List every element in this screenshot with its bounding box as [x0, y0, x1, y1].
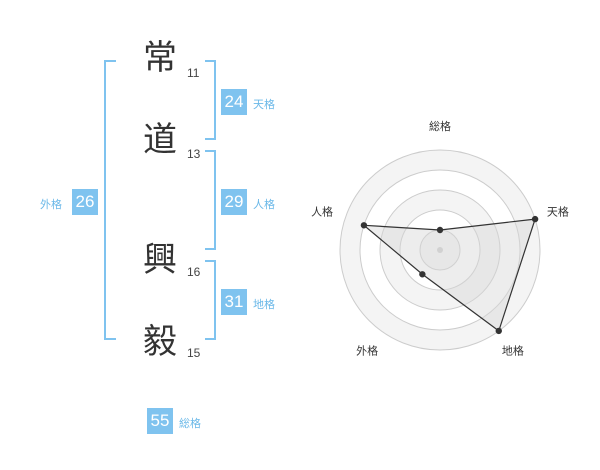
radar-point-5: [360, 222, 368, 229]
radar-axis-label-2: 天格: [547, 205, 569, 219]
tenkaku-label: 天格: [253, 98, 275, 111]
radar-point-3: [495, 327, 502, 335]
tenkaku-value: 24: [221, 89, 247, 115]
name-char-4: 毅: [143, 322, 177, 362]
chikaku-value: 31: [221, 289, 247, 315]
soukaku-value: 55: [147, 408, 173, 434]
radar-axis-label-4: 外格: [356, 343, 378, 357]
gaikaku-value: 26: [72, 189, 98, 215]
name-char-2: 道: [143, 120, 177, 160]
gaikaku-label: 外格: [40, 198, 62, 211]
stroke-count-3: 16: [187, 265, 201, 279]
jinkaku-value: 29: [221, 189, 247, 215]
name-char-1: 常: [143, 38, 177, 78]
jinkaku-label: 人格: [253, 198, 275, 211]
radar-series-area: [362, 218, 536, 332]
radar-axis-label-3: 地格: [502, 343, 524, 357]
radar-axis-label-5: 人格: [311, 205, 333, 219]
stroke-count-1: 11: [187, 66, 200, 80]
stroke-count-2: 13: [187, 147, 201, 161]
radar-point-1: [436, 226, 444, 234]
radar-axis-label-1: 総格: [429, 119, 451, 133]
stroke-count-4: 15: [187, 346, 201, 360]
name-char-3: 興: [143, 240, 177, 280]
radar-point-2: [531, 215, 539, 223]
soukaku-label: 総格: [179, 417, 201, 430]
radar-center: [437, 247, 443, 253]
chikaku-label: 地格: [253, 298, 275, 311]
radar-point-4: [419, 271, 426, 278]
